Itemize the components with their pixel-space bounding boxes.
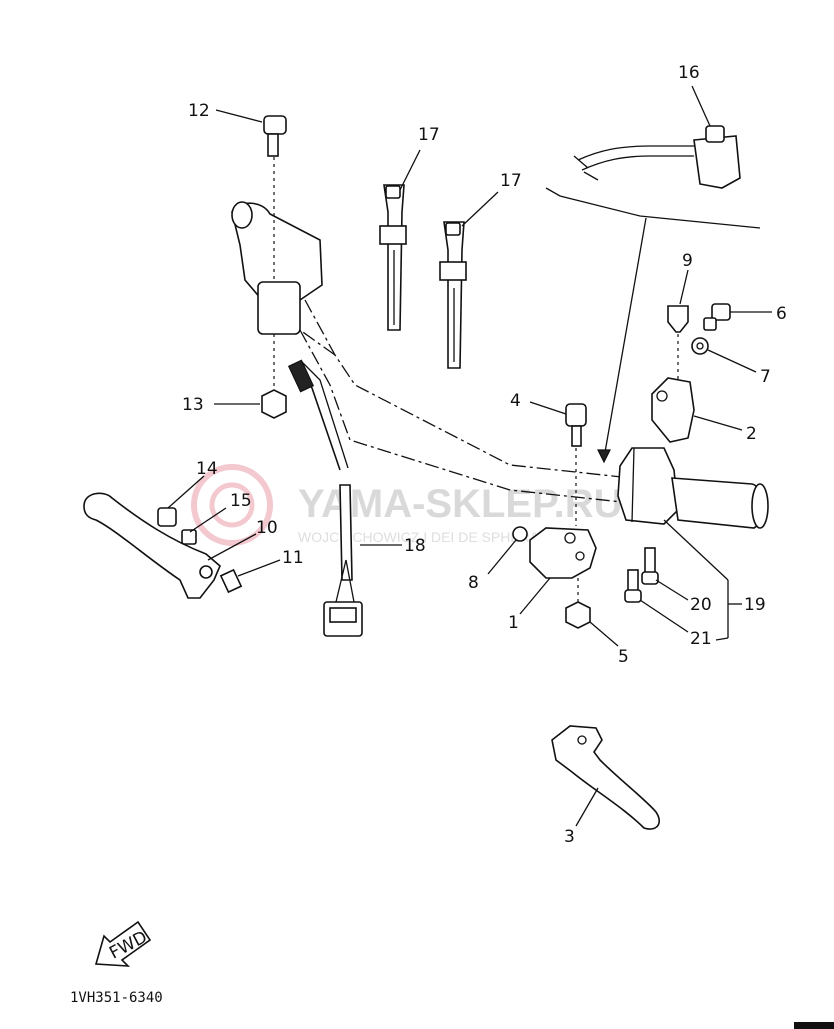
callout-20: 20: [690, 595, 712, 615]
callout-17b: 17: [500, 171, 522, 191]
part-9-cap: 9: [667, 251, 693, 384]
callout-16: 16: [678, 63, 700, 83]
part-19-throttle-housing: 19: [617, 447, 769, 638]
callout-2: 2: [746, 424, 757, 444]
part-1-bracket: 1: [508, 527, 597, 633]
part-12-bolt: 12: [188, 101, 287, 157]
callout-12: 12: [188, 101, 210, 121]
callout-18: 18: [404, 536, 426, 556]
fwd-arrow: FWD: [94, 920, 152, 967]
left-lever: 14 15 10 11: [83, 459, 304, 599]
part-16-switch: 16: [545, 63, 761, 464]
part-2-clamp: 2: [651, 377, 757, 444]
callout-5: 5: [618, 647, 629, 667]
callout-3: 3: [564, 827, 575, 847]
callout-13: 13: [182, 395, 204, 415]
part-18-wire: 18: [287, 359, 426, 637]
callout-9: 9: [682, 251, 693, 271]
part-3-lever: 3: [551, 725, 660, 847]
corner-mark: [794, 1022, 834, 1029]
part-5-nut: 5: [565, 578, 629, 667]
callout-6: 6: [776, 304, 787, 324]
callout-4: 4: [510, 391, 521, 411]
left-switch-housing: [231, 150, 323, 390]
watermark-text: YAMA-SKLEP.RU: [298, 482, 623, 526]
callout-17a: 17: [418, 125, 440, 145]
callout-10: 10: [256, 518, 278, 538]
part-4-pin: 4: [510, 391, 587, 526]
callout-8: 8: [468, 573, 479, 593]
handlebar: [299, 299, 651, 506]
part-13-nut: 13: [182, 389, 287, 419]
part-17-cable-ties: 17 17: [379, 125, 522, 369]
watermark-logo: [191, 464, 273, 546]
callout-7: 7: [760, 367, 771, 387]
callout-19: 19: [744, 595, 766, 615]
part-21-screw: 21: [624, 569, 729, 649]
callout-15: 15: [230, 491, 252, 511]
callout-11: 11: [282, 548, 304, 568]
part-20-screw: 20: [641, 547, 712, 615]
part-6-screw: 6: [703, 303, 787, 331]
watermark: YAMA-SKLEP.RU WOJCIECHOWICZ I DEI DE SPH…: [191, 464, 623, 546]
watermark-subtext: WOJCIECHOWICZ I DEI DE SPHERA MAPA: [298, 529, 582, 545]
part-8-washer: 8: [468, 526, 528, 593]
diagram-code: 1VH351-6340: [70, 990, 163, 1006]
callout-21: 21: [690, 629, 712, 649]
part-7-washer: 7: [691, 337, 771, 387]
callout-14: 14: [196, 459, 218, 479]
callout-1: 1: [508, 613, 519, 633]
